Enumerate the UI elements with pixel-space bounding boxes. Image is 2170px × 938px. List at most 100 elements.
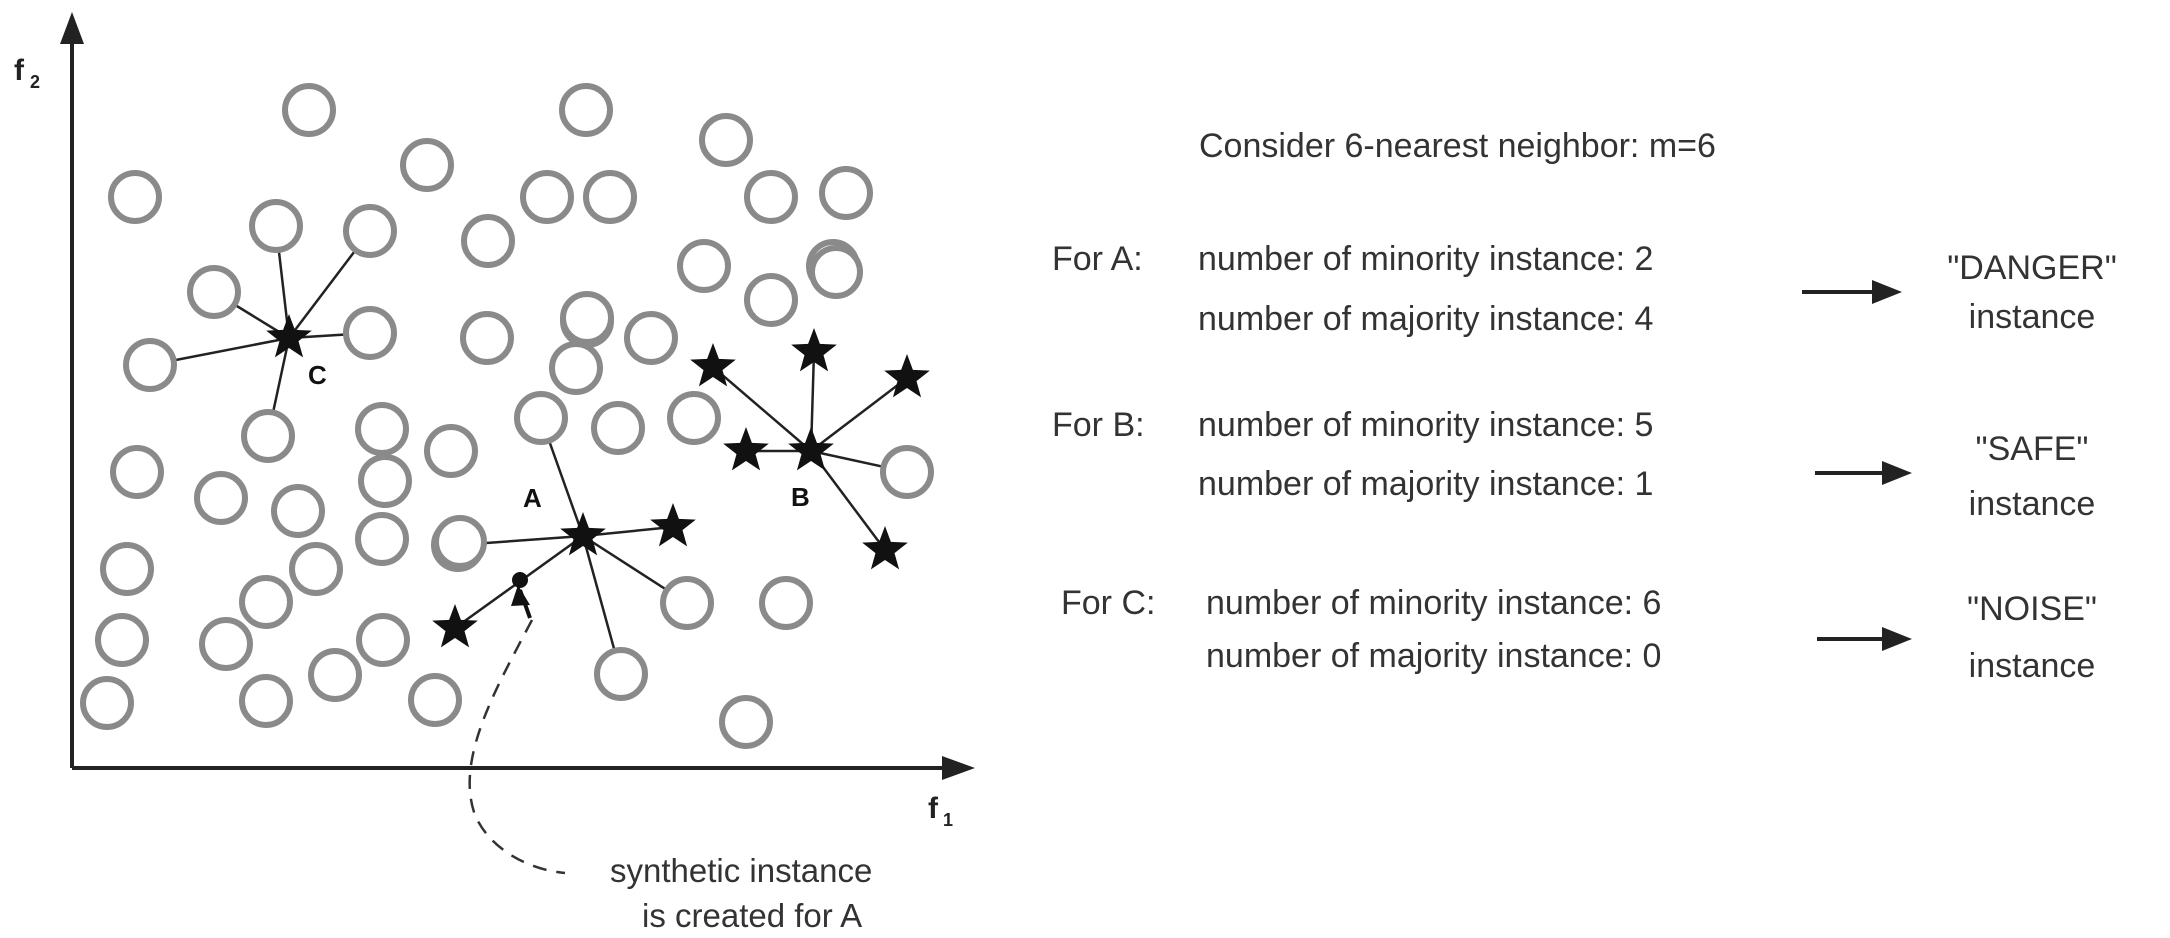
- case-b-result-sub: instance: [1969, 485, 2096, 523]
- majority-instance-circle-icon: [241, 409, 295, 463]
- majority-instance-circle-icon: [358, 454, 412, 508]
- case-c: For C: number of minority instance: 6 nu…: [1061, 584, 2097, 685]
- case-b-minority: number of minority instance: 5: [1198, 406, 1653, 444]
- minority-instance-star-icon: [432, 604, 478, 648]
- synthetic-instance: [468, 572, 566, 875]
- majority-instance-circle-icon: [514, 391, 568, 445]
- minority-instance-star-icon: [650, 503, 696, 547]
- case-b-prefix: For B:: [1052, 406, 1145, 444]
- majority-instance-circle-icon: [110, 445, 164, 499]
- case-a-result: "DANGER": [1947, 249, 2117, 287]
- case-b-majority: number of majority instance: 1: [1198, 465, 1653, 503]
- minority-instance-star-icon: [862, 526, 908, 570]
- case-b: For B: number of minority instance: 5 nu…: [1052, 406, 2095, 523]
- case-c-minority: number of minority instance: 6: [1206, 584, 1661, 622]
- majority-instance-circle-icon: [108, 170, 162, 224]
- case-a-minority: number of minority instance: 2: [1198, 240, 1653, 278]
- minority-instance-star-icon: [884, 354, 930, 398]
- majority-instance-circle-icon: [699, 113, 753, 167]
- case-a: For A: number of minority instance: 2 nu…: [1052, 240, 2117, 338]
- majority-instance-circle-icon: [809, 245, 863, 299]
- rule-text: Consider 6-nearest neighbor: m=6: [1199, 127, 1716, 165]
- x-axis-subscript: 1: [943, 810, 953, 830]
- neighbor-line: [810, 377, 908, 452]
- majority-instance-circle-icon: [282, 83, 336, 137]
- majority-instance-circle-icon: [80, 676, 134, 730]
- majority-instance-circle-icon: [591, 401, 645, 455]
- majority-instance-circle-icon: [759, 576, 813, 630]
- majority-instance-circle-icon: [667, 391, 721, 445]
- case-b-result: "SAFE": [1976, 430, 2089, 468]
- point-label-a: A: [523, 483, 542, 513]
- majority-instance-circle-icon: [194, 471, 248, 525]
- neighbor-line: [712, 366, 812, 452]
- majority-instance-circle-icon: [356, 613, 410, 667]
- minority-instances: [266, 314, 930, 648]
- majority-instance-circle-icon: [355, 512, 409, 566]
- case-c-prefix: For C:: [1061, 584, 1155, 622]
- majority-instance-circle-icon: [343, 306, 397, 360]
- synthetic-pointer-arrow-head-icon: [511, 585, 530, 606]
- case-c-majority: number of majority instance: 0: [1206, 637, 1661, 675]
- case-c-result: "NOISE": [1967, 590, 2097, 628]
- y-axis-subscript: 2: [30, 72, 40, 92]
- minority-instance-star-icon: [791, 328, 837, 372]
- majority-instance-circle-icon: [343, 204, 397, 258]
- point-label-c: C: [308, 360, 327, 390]
- majority-instance-circle-icon: [424, 424, 478, 478]
- majority-instance-circle-icon: [123, 338, 177, 392]
- majority-instance-circle-icon: [559, 83, 613, 137]
- majority-instance-circle-icon: [520, 170, 574, 224]
- case-c-result-sub: instance: [1969, 647, 2096, 685]
- minority-instance-c-star-icon: [266, 314, 312, 358]
- majority-instance-circle-icon: [95, 613, 149, 667]
- minority-instance-star-icon: [723, 427, 769, 471]
- case-b-arrow-head-icon: [1882, 461, 1912, 485]
- minority-instance-a-star-icon: [560, 512, 606, 556]
- majority-instance-circle-icon: [460, 311, 514, 365]
- synthetic-instance-dot-icon: [512, 572, 528, 588]
- y-axis-label: f: [14, 54, 25, 87]
- x-axis-arrow-icon: [942, 756, 975, 780]
- majority-instance-circle-icon: [624, 311, 678, 365]
- case-a-majority: number of majority instance: 4: [1198, 300, 1653, 338]
- minority-instance-b-star-icon: [788, 427, 834, 471]
- majority-instance-circle-icon: [677, 239, 731, 293]
- majority-instance-circle-icon: [461, 214, 515, 268]
- majority-instance-circle-icon: [744, 273, 798, 327]
- majority-instance-circle-icon: [271, 484, 325, 538]
- majority-instance-circle-icon: [308, 648, 362, 702]
- case-c-arrow-head-icon: [1882, 627, 1912, 651]
- synthetic-dashed-curve: [468, 619, 566, 875]
- synthetic-note-line1: synthetic instance: [610, 852, 872, 889]
- case-a-arrow-head-icon: [1872, 280, 1902, 304]
- point-label-b: B: [791, 482, 810, 512]
- majority-instance-circle-icon: [560, 291, 614, 345]
- minority-instance-star-icon: [690, 343, 736, 387]
- synthetic-note-line2: is created for A: [642, 897, 862, 934]
- majority-instance-circle-icon: [239, 674, 293, 728]
- majority-instance-circle-icon: [719, 695, 773, 749]
- case-a-result-sub: instance: [1969, 298, 2096, 336]
- majority-instance-circle-icon: [594, 647, 648, 701]
- majority-instance-circle-icon: [880, 445, 934, 499]
- majority-instance-circle-icon: [239, 575, 293, 629]
- majority-instance-circle-icon: [433, 515, 487, 569]
- majority-instance-circle-icon: [819, 166, 873, 220]
- majority-instance-circle-icon: [187, 265, 241, 319]
- majority-instances: [80, 83, 934, 749]
- majority-instance-circle-icon: [400, 138, 454, 192]
- majority-instance-circle-icon: [355, 402, 409, 456]
- majority-instance-circle-icon: [660, 576, 714, 630]
- majority-instance-circle-icon: [408, 673, 462, 727]
- majority-instance-circle-icon: [289, 542, 343, 596]
- y-axis-arrow-icon: [60, 12, 84, 44]
- majority-instance-circle-icon: [199, 617, 253, 671]
- case-a-prefix: For A:: [1052, 240, 1143, 278]
- majority-instance-circle-icon: [549, 341, 603, 395]
- x-axis-label: f: [928, 792, 939, 825]
- majority-instance-circle-icon: [583, 170, 637, 224]
- majority-instance-circle-icon: [100, 542, 154, 596]
- majority-instance-circle-icon: [249, 199, 303, 253]
